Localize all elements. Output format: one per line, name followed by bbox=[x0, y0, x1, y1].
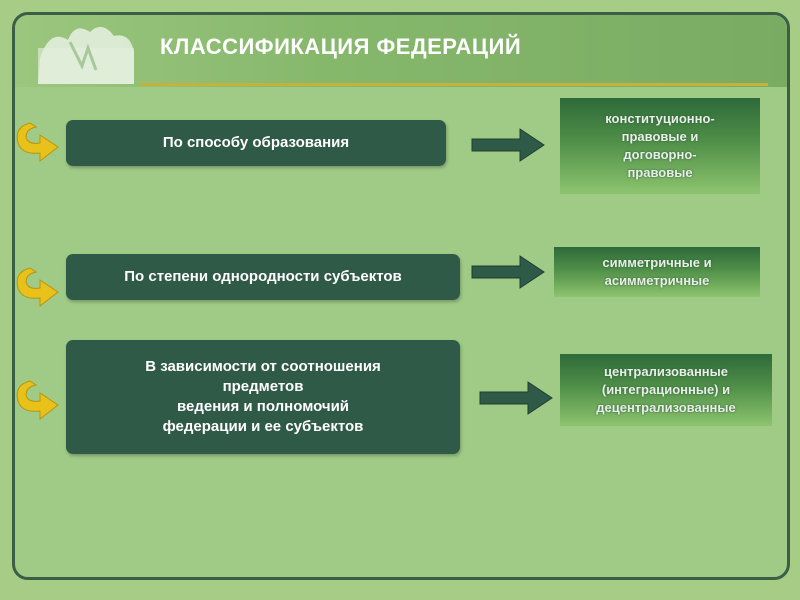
logo-icon bbox=[38, 26, 134, 84]
arrow-right-icon bbox=[471, 128, 545, 162]
arrow-right-icon bbox=[471, 255, 545, 289]
title-divider bbox=[140, 83, 768, 86]
result-box-2: симметричные и асимметричные bbox=[554, 247, 760, 297]
result-box-3: централизованные (интеграционные) и деце… bbox=[560, 354, 772, 426]
criterion-box-3: В зависимости от соотношения предметов в… bbox=[66, 340, 460, 454]
result-text-3: централизованные (интеграционные) и деце… bbox=[596, 364, 736, 415]
page-title: КЛАССИФИКАЦИЯ ФЕДЕРАЦИЙ bbox=[160, 34, 522, 59]
curved-arrow-marker-icon bbox=[16, 122, 59, 163]
criterion-box-2: По степени однородности субъектов bbox=[66, 254, 460, 300]
arrow-right-icon bbox=[479, 381, 553, 415]
curved-arrow-marker-icon bbox=[16, 380, 59, 421]
criterion-box-1: По способу образования bbox=[66, 120, 446, 166]
result-text-2: симметричные и асимметричные bbox=[602, 255, 712, 288]
result-box-1: конституционно- правовые и договорно- пр… bbox=[560, 98, 760, 194]
header-band bbox=[15, 15, 787, 87]
curved-arrow-marker-icon bbox=[16, 267, 59, 308]
result-text-1: конституционно- правовые и договорно- пр… bbox=[605, 111, 715, 180]
